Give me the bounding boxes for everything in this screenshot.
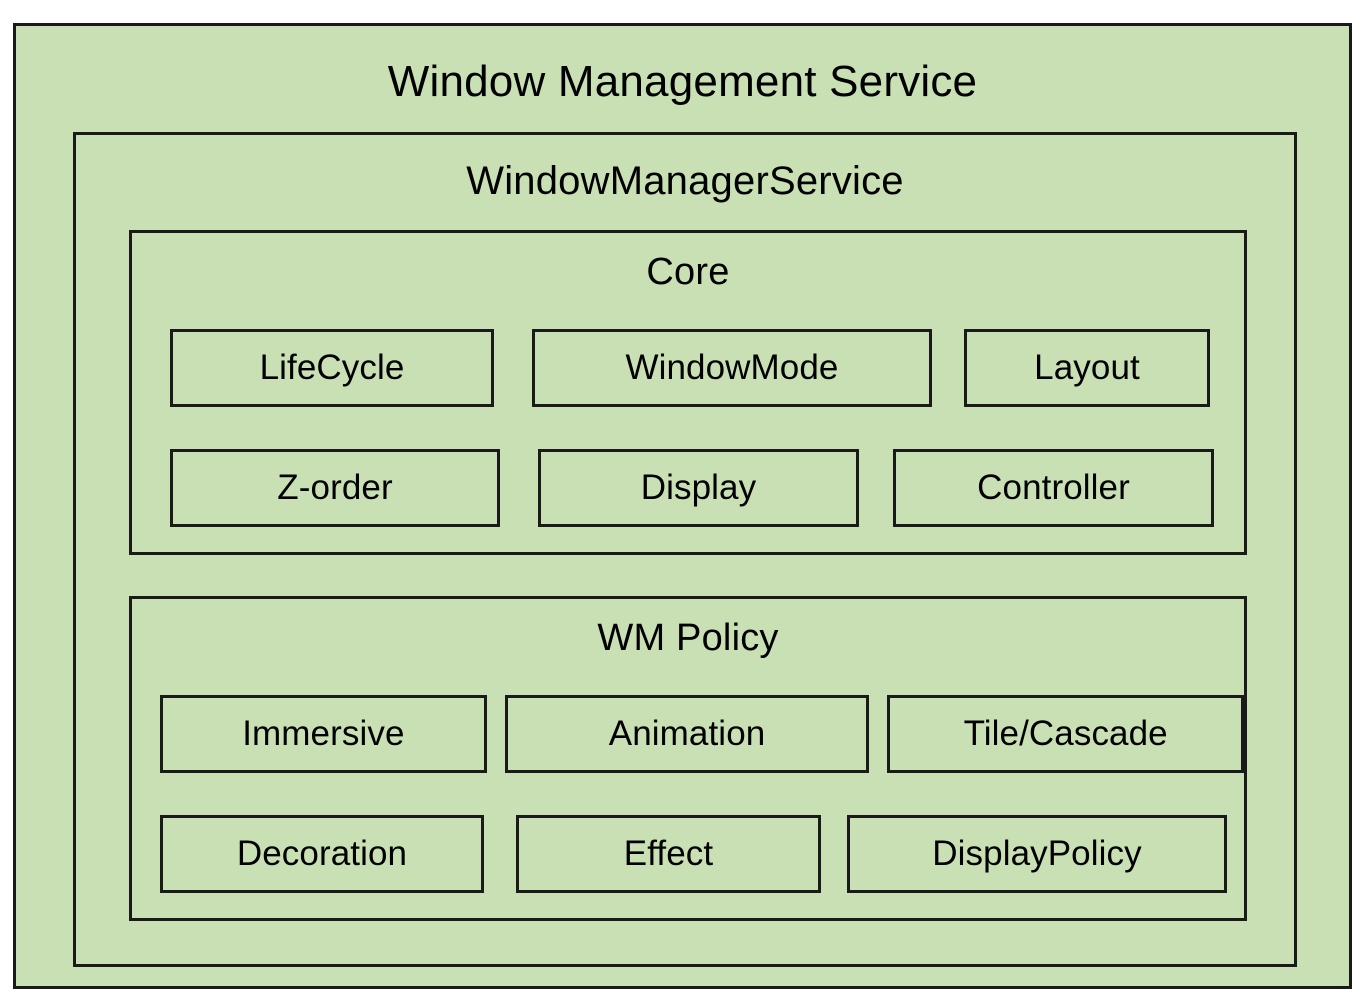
window-manager-service-box: WindowManagerService Core LifeCycle Wind… <box>73 132 1297 967</box>
module-animation[interactable]: Animation <box>504 695 870 773</box>
wm-policy-group-box: WM Policy Immersive Animation Tile/Casca… <box>129 596 1247 921</box>
core-group-title: Core <box>646 251 730 293</box>
core-group-box: Core LifeCycle WindowMode Layout Z-order… <box>129 230 1247 555</box>
wm-policy-row-2: Decoration Effect DisplayPolicy <box>132 814 1244 894</box>
window-management-service-box: Window Management Service WindowManagerS… <box>13 23 1352 989</box>
module-windowmode[interactable]: WindowMode <box>532 329 932 407</box>
module-lifecycle[interactable]: LifeCycle <box>170 329 494 407</box>
core-row-1: LifeCycle WindowMode Layout <box>132 328 1244 408</box>
window-management-service-title: Window Management Service <box>387 57 978 106</box>
module-decoration[interactable]: Decoration <box>160 815 484 893</box>
module-effect[interactable]: Effect <box>516 815 821 893</box>
window-manager-service-title: WindowManagerService <box>466 159 904 203</box>
wm-policy-group-title: WM Policy <box>597 617 779 659</box>
core-row-2: Z-order Display Controller <box>132 448 1244 528</box>
module-display[interactable]: Display <box>538 449 859 527</box>
module-layout[interactable]: Layout <box>964 329 1210 407</box>
module-controller[interactable]: Controller <box>893 449 1214 527</box>
module-z-order[interactable]: Z-order <box>170 449 500 527</box>
module-displaypolicy[interactable]: DisplayPolicy <box>847 815 1227 893</box>
module-immersive[interactable]: Immersive <box>160 695 487 773</box>
wm-policy-row-1: Immersive Animation Tile/Cascade <box>132 694 1244 774</box>
module-tile-cascade[interactable]: Tile/Cascade <box>887 695 1244 773</box>
